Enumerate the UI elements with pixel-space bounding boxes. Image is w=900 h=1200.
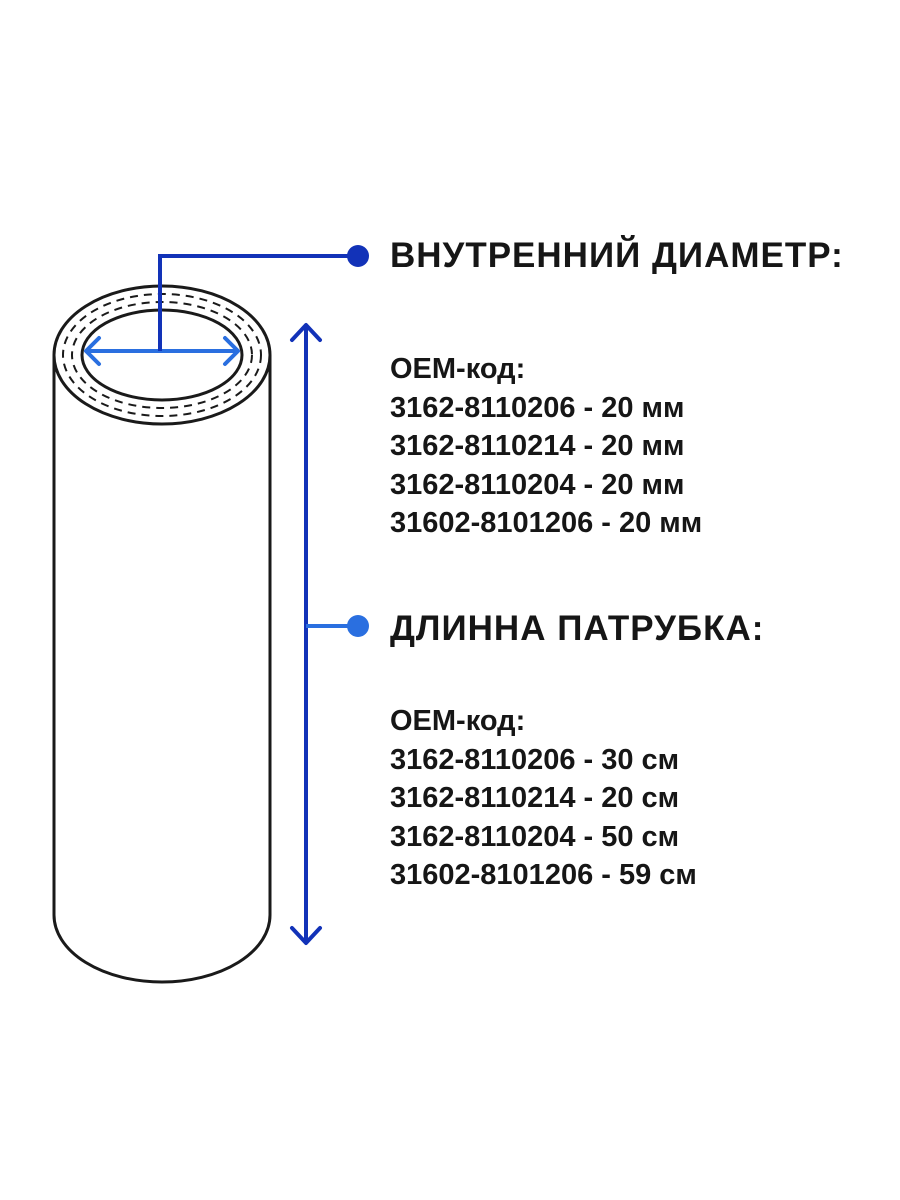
diameter-code-item: 31602-8101206 - 20 мм <box>390 507 703 539</box>
diameter-code-item: 3162-8110206 - 20 мм <box>390 391 685 424</box>
length-arrowhead-bottom <box>290 926 322 945</box>
length-code-item: 3162-8110206 - 30 см <box>390 743 680 776</box>
length-arrowhead-top <box>290 323 322 342</box>
hose-body-outline <box>52 355 272 984</box>
inner-diameter-heading: ВНУТРЕННИЙ ДИАМЕТР: <box>390 236 844 275</box>
hose-tube <box>52 284 272 984</box>
diameter-code-item: 3162-8110214 - 20 мм <box>390 430 685 462</box>
length-code-item: 3162-8110214 - 20 см <box>390 782 680 814</box>
pipe-length-heading: ДЛИННА ПАТРУБКА: <box>390 609 765 648</box>
pipe-length-codes: ОЕМ-код: 3162-8110206 - 30 см 3162-81102… <box>390 702 697 895</box>
length-code-item: 3162-8110204 - 50 см <box>390 820 680 853</box>
oem-code-label: ОЕМ-код: <box>390 353 526 385</box>
diameter-indicator <box>84 245 369 366</box>
diameter-leader-dot <box>347 245 369 267</box>
length-leader-dot <box>347 615 369 637</box>
diameter-code-item: 3162-8110204 - 20 мм <box>390 468 685 501</box>
diameter-leader-line <box>158 254 354 351</box>
inner-diameter-codes: ОЕМ-код: 3162-8110206 - 20 мм 3162-81102… <box>390 350 702 543</box>
length-code-item: 31602-8101206 - 59 см <box>390 859 697 891</box>
length-indicator <box>290 323 369 945</box>
diameter-arrowhead-left <box>84 336 101 366</box>
oem-code-label: ОЕМ-код: <box>390 705 526 737</box>
diameter-arrowhead-right <box>223 336 240 366</box>
